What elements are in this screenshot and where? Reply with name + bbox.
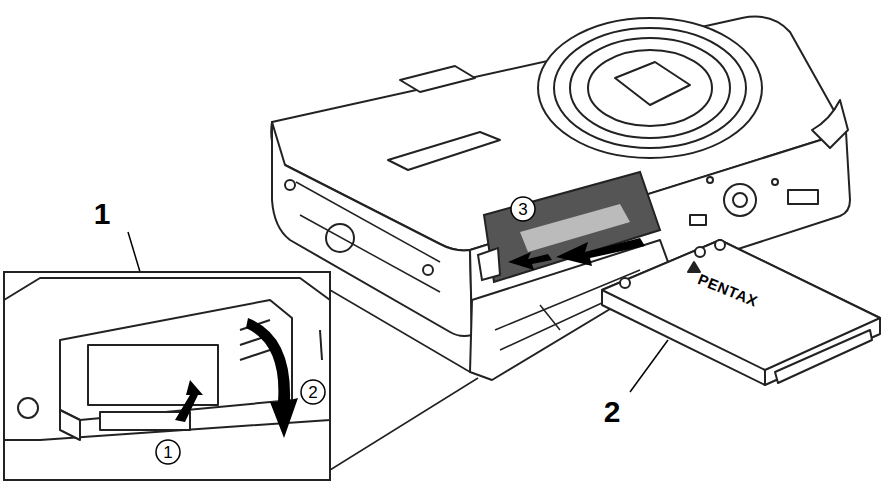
tripod-socket: [724, 184, 756, 216]
callout-circle: [301, 380, 325, 404]
lens-ring: [538, 18, 762, 158]
battery-lock: [478, 248, 500, 280]
inset-label: [88, 345, 218, 405]
battery-symbol: [688, 262, 700, 272]
inset-hinge: [60, 410, 80, 440]
mode-dial: [326, 224, 354, 252]
dot: [707, 177, 713, 183]
flash: [400, 66, 475, 92]
callout-number: 2: [604, 397, 621, 427]
port: [690, 215, 706, 225]
callout-circle: [156, 440, 180, 464]
lock-arrow: [508, 252, 552, 270]
top-button: [388, 132, 500, 170]
insert-arrow: [556, 238, 645, 266]
battery-symbol: [715, 240, 725, 250]
inset-connector: [330, 290, 478, 470]
lens-ring: [554, 28, 746, 148]
lens-ring: [588, 50, 712, 126]
inset-body: [4, 278, 330, 440]
battery-symbol: [620, 278, 630, 288]
callout-number: 1: [94, 199, 111, 229]
callout-number: 2: [308, 384, 317, 401]
lens-ring: [570, 38, 730, 138]
battery: [602, 240, 880, 385]
battery-symbol: [695, 247, 705, 257]
screw: [423, 265, 433, 275]
leader-line: [630, 340, 668, 392]
battery-contact: [775, 330, 872, 383]
callout-circle: [511, 197, 535, 221]
inset-door: [60, 300, 292, 420]
inset-button: [18, 398, 38, 418]
inset-latch: [100, 412, 190, 430]
inset-edge: [320, 330, 322, 360]
slide-arrow: [175, 380, 203, 422]
open-arrow: [246, 318, 298, 438]
lens-center: [615, 62, 690, 105]
callout-number: 3: [518, 201, 527, 218]
battery-edge: [764, 370, 766, 385]
tripod-socket: [733, 193, 747, 207]
side-line: [296, 182, 440, 262]
callout-number: 1: [163, 444, 172, 461]
cover: [788, 190, 818, 204]
screw: [285, 180, 295, 190]
inset-frame: [4, 272, 330, 480]
dot: [772, 179, 778, 185]
strap-lug: [812, 100, 848, 148]
